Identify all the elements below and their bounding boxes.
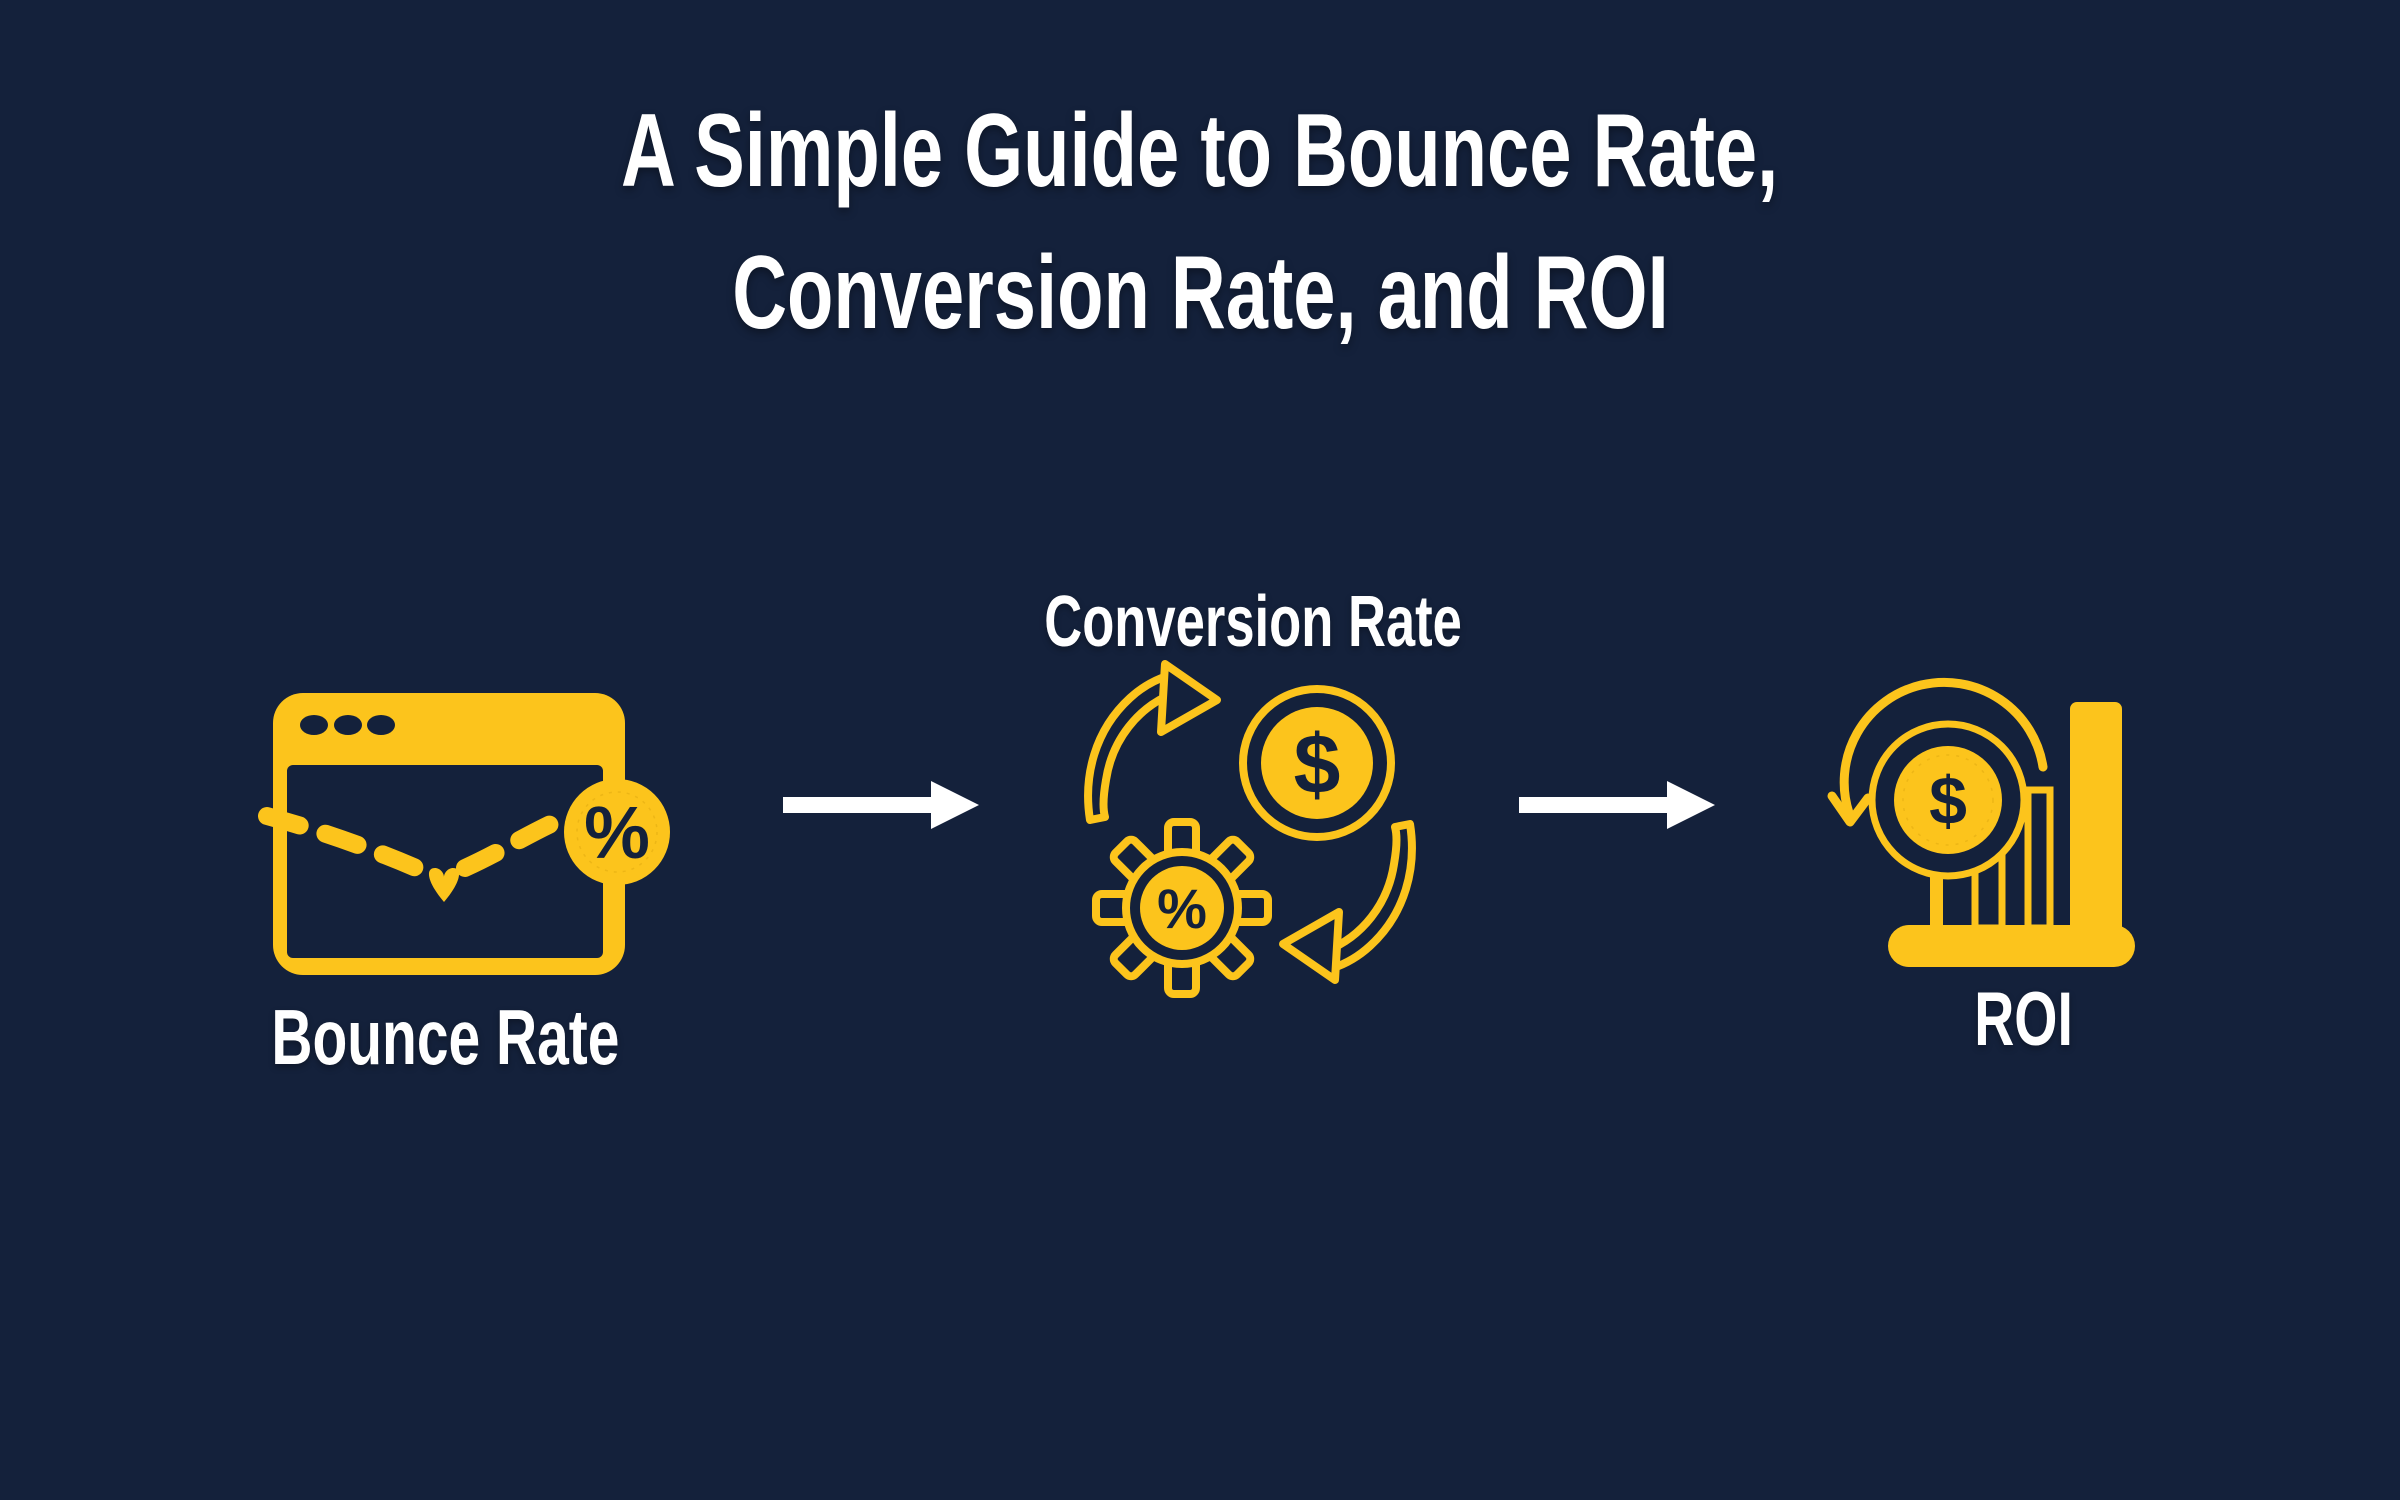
flow-arrow-2 xyxy=(1519,781,1715,829)
conversion-rate-icon: $ % xyxy=(1084,660,1470,998)
arrow-right-icon xyxy=(783,781,979,829)
browser-dots xyxy=(300,715,395,735)
dollar-glyph: $ xyxy=(1929,763,1967,839)
dollar-glyph: $ xyxy=(1294,717,1341,811)
dollar-coin: $ xyxy=(1868,720,2028,880)
page-title-line-2: Conversion Rate, and ROI xyxy=(731,235,1669,351)
percent-badge: % xyxy=(564,779,670,885)
return-arrowhead xyxy=(1827,791,1873,827)
chart-base xyxy=(1888,925,2135,967)
percent-gear: % xyxy=(1092,818,1272,998)
flow-arrow-1 xyxy=(783,781,979,829)
page-title: A Simple Guide to Bounce Rate, Conversio… xyxy=(0,80,2400,364)
page-title-line-1: A Simple Guide to Bounce Rate, xyxy=(621,93,1779,209)
roi-label: ROI xyxy=(1974,977,2074,1062)
bounce-point-heart xyxy=(428,868,460,902)
conversion-rate-label: Conversion Rate xyxy=(1044,582,1462,662)
arrow-right-icon xyxy=(1519,781,1715,829)
bounce-rate-icon: % xyxy=(258,693,670,975)
bounce-rate-label: Bounce Rate xyxy=(270,993,620,1081)
roi-icon: $ xyxy=(1827,677,2135,967)
dollar-coin: $ xyxy=(1239,685,1395,841)
cycle-arrow-top-icon xyxy=(1084,660,1221,824)
return-arrow-icon xyxy=(1839,677,2048,818)
cycle-arrow-bottom-icon xyxy=(1283,824,1412,980)
gear-percent-glyph: % xyxy=(1157,877,1207,940)
percent-badge-glyph: % xyxy=(584,791,650,874)
browser-window xyxy=(273,693,625,975)
bounce-path xyxy=(258,807,564,880)
